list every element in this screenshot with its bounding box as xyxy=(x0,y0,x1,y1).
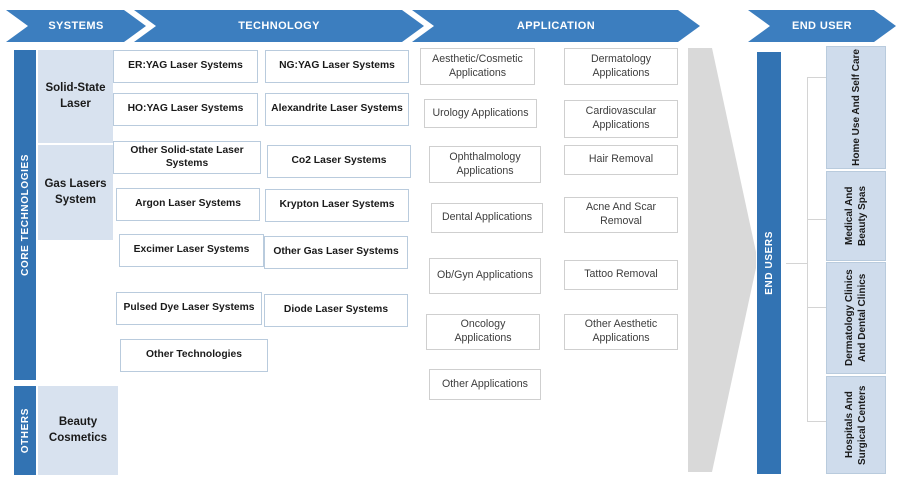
system-gas-lasers-label: Gas Lasers System xyxy=(44,177,107,206)
technology-argon[interactable]: Argon Laser Systems xyxy=(116,188,260,221)
end-user-dermatology-dental-clinics-label: Dermatology Clinics And Dental Clinics xyxy=(844,269,868,367)
header-end-user-label: END USER xyxy=(791,20,853,32)
end-user-home-use-self-care[interactable]: Home Use And Self Care xyxy=(826,46,886,169)
application-urology[interactable]: Urology Applications xyxy=(424,99,537,128)
application-other-applications-label: Other Applications xyxy=(442,377,528,390)
technology-argon-label: Argon Laser Systems xyxy=(135,198,241,210)
technology-er-yag[interactable]: ER:YAG Laser Systems xyxy=(113,50,258,83)
technology-alexandrite[interactable]: Alexandrite Laser Systems xyxy=(265,93,409,126)
end-user-connector-inlet xyxy=(786,263,808,264)
technology-krypton[interactable]: Krypton Laser Systems xyxy=(265,189,409,222)
category-bar-end-users-label: END USERS xyxy=(763,231,775,295)
system-gas-lasers[interactable]: Gas Lasers System xyxy=(38,145,113,240)
technology-diode-label: Diode Laser Systems xyxy=(283,304,389,316)
end-user-hospitals-surgical-centers[interactable]: Hospitals And Surgical Centers xyxy=(826,376,886,474)
application-cardiovascular[interactable]: Cardiovascular Applications xyxy=(564,100,678,138)
category-bar-core-technologies-label: CORE TECHNOLOGIES xyxy=(19,154,31,276)
technology-other-gas[interactable]: Other Gas Laser Systems xyxy=(264,236,408,269)
system-solid-state-laser[interactable]: Solid-State Laser xyxy=(38,50,113,143)
end-user-medical-beauty-spas-label: Medical And Beauty Spas xyxy=(844,185,868,247)
application-tattoo-removal[interactable]: Tattoo Removal xyxy=(564,260,678,290)
system-beauty-cosmetics-label: Beauty Cosmetics xyxy=(48,415,108,444)
header-technology-label: TECHNOLOGY xyxy=(238,20,320,32)
header-technology: TECHNOLOGY xyxy=(134,10,424,42)
category-bar-others-label: OTHERS xyxy=(19,407,31,454)
category-bar-others: OTHERS xyxy=(14,386,36,475)
application-cardiovascular-label: Cardiovascular Applications xyxy=(585,105,657,131)
technology-alexandrite-label: Alexandrite Laser Systems xyxy=(271,103,403,115)
end-user-connector-branch-2 xyxy=(807,219,827,220)
technology-pulsed-dye-label: Pulsed Dye Laser Systems xyxy=(123,302,255,314)
application-other-aesthetic-label: Other Aesthetic Applications xyxy=(584,318,658,344)
technology-excimer-label: Excimer Laser Systems xyxy=(133,244,250,256)
technology-ho-yag-label: HO:YAG Laser Systems xyxy=(127,103,244,115)
technology-other-solid-state[interactable]: Other Solid-state Laser Systems xyxy=(113,141,261,174)
header-application-label: APPLICATION xyxy=(516,20,596,32)
application-other-aesthetic[interactable]: Other Aesthetic Applications xyxy=(564,314,678,350)
system-solid-state-laser-label: Solid-State Laser xyxy=(45,81,106,110)
application-ophthalmology-label: Ophthalmology Applications xyxy=(449,150,521,177)
header-systems: SYSTEMS xyxy=(6,10,146,42)
technology-ng-yag-label: NG:YAG Laser Systems xyxy=(279,60,395,72)
category-bar-core-technologies: CORE TECHNOLOGIES xyxy=(14,50,36,380)
application-hair-removal[interactable]: Hair Removal xyxy=(564,145,678,175)
technology-co2[interactable]: Co2 Laser Systems xyxy=(267,145,411,178)
header-end-user: END USER xyxy=(748,10,896,42)
application-oncology[interactable]: Oncology Applications xyxy=(426,314,540,350)
application-dental-label: Dental Applications xyxy=(441,211,533,224)
technology-other-gas-label: Other Gas Laser Systems xyxy=(273,246,399,258)
end-user-connector-branch-3 xyxy=(807,307,827,308)
application-dermatology[interactable]: Dermatology Applications xyxy=(564,48,678,85)
application-other-applications[interactable]: Other Applications xyxy=(429,369,541,400)
technology-other-technologies-label: Other Technologies xyxy=(146,349,242,361)
end-user-home-use-self-care-label: Home Use And Self Care xyxy=(850,49,862,166)
application-acne-scar-removal[interactable]: Acne And Scar Removal xyxy=(564,197,678,233)
technology-ho-yag[interactable]: HO:YAG Laser Systems xyxy=(113,93,258,126)
system-beauty-cosmetics[interactable]: Beauty Cosmetics xyxy=(38,386,118,475)
header-application: APPLICATION xyxy=(412,10,700,42)
end-user-connector-branch-4 xyxy=(807,421,827,422)
end-user-hospitals-surgical-centers-label: Hospitals And Surgical Centers xyxy=(844,385,868,465)
technology-ng-yag[interactable]: NG:YAG Laser Systems xyxy=(265,50,409,83)
technology-krypton-label: Krypton Laser Systems xyxy=(279,199,395,211)
application-oncology-label: Oncology Applications xyxy=(454,318,512,344)
end-user-medical-beauty-spas[interactable]: Medical And Beauty Spas xyxy=(826,171,886,261)
technology-pulsed-dye[interactable]: Pulsed Dye Laser Systems xyxy=(116,292,262,325)
application-ob-gyn-label: Ob/Gyn Applications xyxy=(437,269,533,282)
application-urology-label: Urology Applications xyxy=(432,106,529,119)
end-user-dermatology-dental-clinics[interactable]: Dermatology Clinics And Dental Clinics xyxy=(826,262,886,374)
application-ob-gyn[interactable]: Ob/Gyn Applications xyxy=(429,258,541,294)
application-ophthalmology[interactable]: Ophthalmology Applications xyxy=(429,146,541,183)
application-aesthetic-cosmetic[interactable]: Aesthetic/Cosmetic Applications xyxy=(420,48,535,85)
technology-co2-label: Co2 Laser Systems xyxy=(291,155,387,167)
category-bar-end-users: END USERS xyxy=(757,52,781,474)
end-user-connector-branch-1 xyxy=(807,77,827,78)
application-dental[interactable]: Dental Applications xyxy=(431,203,543,233)
application-tattoo-removal-label: Tattoo Removal xyxy=(584,268,658,281)
technology-other-solid-state-label: Other Solid-state Laser Systems xyxy=(130,144,244,169)
header-systems-label: SYSTEMS xyxy=(48,20,104,32)
funnel-arrow-icon xyxy=(688,48,756,472)
technology-excimer[interactable]: Excimer Laser Systems xyxy=(119,234,264,267)
technology-diode[interactable]: Diode Laser Systems xyxy=(264,294,408,327)
technology-er-yag-label: ER:YAG Laser Systems xyxy=(128,60,243,72)
technology-other-technologies[interactable]: Other Technologies xyxy=(120,339,268,372)
application-acne-scar-removal-label: Acne And Scar Removal xyxy=(585,201,657,227)
application-aesthetic-cosmetic-label: Aesthetic/Cosmetic Applications xyxy=(432,52,523,79)
application-dermatology-label: Dermatology Applications xyxy=(590,52,652,79)
end-user-connector-trunk xyxy=(807,77,808,422)
application-hair-removal-label: Hair Removal xyxy=(588,153,654,166)
